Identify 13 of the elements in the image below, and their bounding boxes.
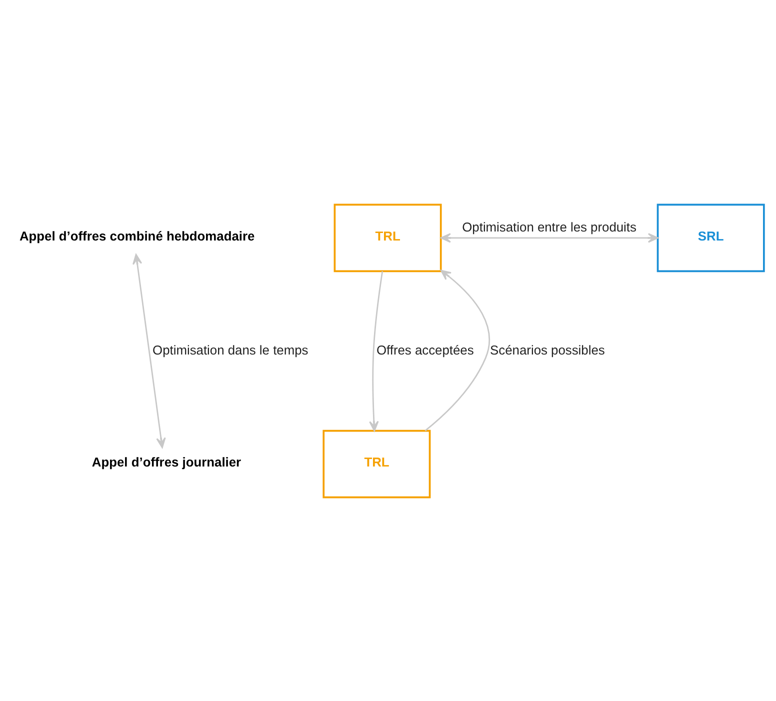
edge-label: Offres acceptées	[376, 342, 474, 357]
arrow	[424, 269, 490, 431]
edge-label: Optimisation entre les produits	[462, 219, 636, 234]
node-box: SRL	[656, 203, 765, 272]
node-text: Appel d’offres journalier	[92, 454, 242, 470]
edge-label: Scénarios possibles	[490, 342, 605, 357]
node-box: TRL	[334, 203, 442, 272]
node-text: Appel d’offres combiné hebdomadaire	[19, 228, 255, 243]
arrow	[369, 270, 384, 431]
arrow	[132, 253, 166, 448]
edge-label: Optimisation dans le temps	[152, 342, 308, 357]
arrow	[440, 232, 658, 242]
node-box: TRL	[322, 429, 431, 498]
